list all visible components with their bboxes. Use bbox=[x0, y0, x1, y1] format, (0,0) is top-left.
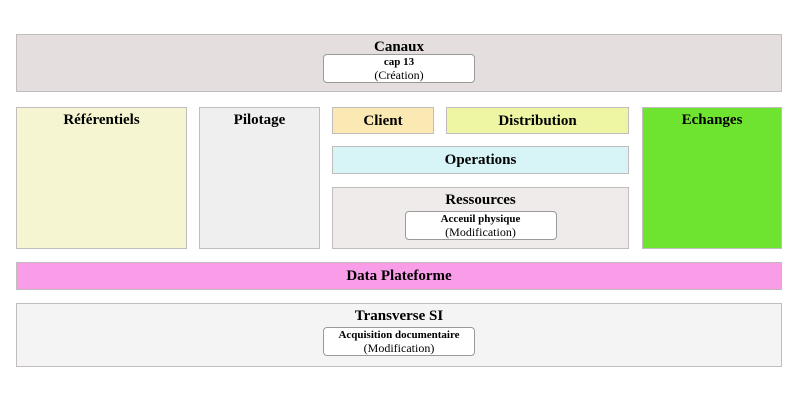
acquisition-documentaire-card: Acquisition documentaire (Modification) bbox=[323, 327, 475, 356]
acquisition-documentaire-card-subtitle: (Modification) bbox=[363, 341, 435, 355]
operations-block: Operations bbox=[332, 146, 629, 174]
acceuil-physique-card: Acceuil physique (Modification) bbox=[404, 211, 557, 240]
echanges-title: Echanges bbox=[681, 112, 743, 128]
referentiels-block: Référentiels bbox=[16, 107, 187, 249]
transverse-si-block: Transverse SI Acquisition documentaire (… bbox=[16, 303, 782, 367]
acceuil-physique-card-title: Acceuil physique bbox=[440, 213, 521, 225]
data-plateforme-block: Data Plateforme bbox=[16, 262, 782, 290]
ressources-block: Ressources Acceuil physique (Modificatio… bbox=[332, 187, 629, 249]
cap13-card-title: cap 13 bbox=[383, 56, 415, 68]
data-plateforme-title: Data Plateforme bbox=[346, 268, 452, 284]
client-title: Client bbox=[363, 112, 403, 129]
distribution-title: Distribution bbox=[498, 112, 577, 129]
canaux-block: Canaux cap 13 (Création) bbox=[16, 34, 782, 92]
operations-title: Operations bbox=[444, 152, 517, 168]
ressources-title: Ressources bbox=[445, 192, 516, 208]
cap13-card: cap 13 (Création) bbox=[323, 54, 475, 83]
echanges-block: Echanges bbox=[642, 107, 782, 249]
distribution-block: Distribution bbox=[446, 107, 629, 134]
referentiels-title: Référentiels bbox=[63, 112, 140, 128]
canaux-title: Canaux bbox=[373, 39, 425, 55]
pilotage-title: Pilotage bbox=[233, 112, 286, 128]
acceuil-physique-card-subtitle: (Modification) bbox=[445, 225, 516, 239]
pilotage-block: Pilotage bbox=[199, 107, 320, 249]
client-block: Client bbox=[332, 107, 434, 134]
acquisition-documentaire-card-title: Acquisition documentaire bbox=[338, 329, 460, 341]
cap13-card-subtitle: (Création) bbox=[374, 68, 424, 82]
transverse-si-title: Transverse SI bbox=[354, 308, 444, 324]
